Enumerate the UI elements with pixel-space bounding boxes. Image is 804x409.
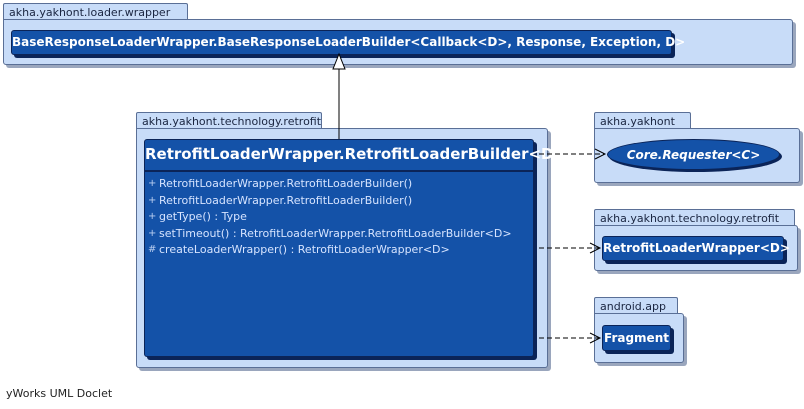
dependency-edge-retrofit-wrapper (539, 242, 602, 254)
class-title: RetrofitLoaderWrapper<D> (603, 241, 790, 255)
package-label: akha.yakhont.loader.wrapper (3, 3, 188, 20)
visibility-marker: + (148, 211, 157, 222)
visibility-marker: + (148, 178, 157, 189)
class-title: RetrofitLoaderWrapper.RetrofitLoaderBuil… (145, 145, 567, 163)
class-title: Fragment (604, 331, 669, 345)
package-android-app: android.app Fragment (594, 297, 684, 363)
package-label: android.app (594, 297, 678, 314)
package-loader-wrapper: akha.yakhont.loader.wrapper BaseResponse… (3, 3, 793, 65)
open-arrowhead-icon (589, 242, 602, 254)
open-arrowhead-icon (594, 148, 607, 160)
visibility-marker: # (148, 244, 157, 255)
class-retrofit-loader-wrapper[interactable]: RetrofitLoaderWrapper<D> (602, 236, 790, 261)
class-fragment[interactable]: Fragment (602, 325, 671, 351)
generalization-edge (332, 52, 346, 139)
dependency-edge-core-requester (539, 148, 607, 160)
operation-row: +setTimeout() : RetrofitLoaderWrapper.Re… (145, 226, 533, 243)
operation-row: #createLoaderWrapper() : RetrofitLoaderW… (145, 242, 533, 259)
package-label: akha.yakhont.technology.retrofit (594, 209, 795, 226)
operation-signature: RetrofitLoaderWrapper.RetrofitLoaderBuil… (159, 193, 413, 207)
footer-credit: yWorks UML Doclet (6, 387, 113, 400)
class-retrofit-loader-builder[interactable]: RetrofitLoaderWrapper.RetrofitLoaderBuil… (144, 139, 567, 357)
package-yakhont: akha.yakhont Core.Requester<C> (594, 112, 800, 183)
class-title: BaseResponseLoaderWrapper.BaseResponseLo… (12, 35, 686, 49)
operation-signature: RetrofitLoaderWrapper.RetrofitLoaderBuil… (159, 177, 413, 190)
interface-core-requester[interactable]: Core.Requester<C> (607, 139, 780, 170)
generalization-arrowhead-icon (332, 52, 346, 70)
package-label: akha.yakhont (594, 112, 691, 129)
package-label: akha.yakhont.technology.retrofit (136, 112, 322, 129)
package-technology-retrofit-side: akha.yakhont.technology.retrofit Retrofi… (594, 209, 798, 271)
operation-row: +getType() : Type (145, 209, 533, 226)
operation-signature: createLoaderWrapper() : RetrofitLoaderWr… (159, 243, 450, 256)
visibility-marker: + (148, 227, 157, 239)
class-base-response-loader-builder[interactable]: BaseResponseLoaderWrapper.BaseResponseLo… (11, 30, 686, 55)
visibility-marker: + (148, 194, 157, 206)
open-arrowhead-icon (589, 332, 602, 344)
operation-row: +RetrofitLoaderWrapper.RetrofitLoaderBui… (145, 176, 533, 193)
operation-signature: setTimeout() : RetrofitLoaderWrapper.Ret… (159, 226, 512, 240)
operation-signature: getType() : Type (159, 210, 247, 223)
package-technology-retrofit-main: akha.yakhont.technology.retrofit Retrofi… (136, 112, 567, 368)
interface-title: Core.Requester<C> (626, 147, 761, 162)
operations-compartment: +RetrofitLoaderWrapper.RetrofitLoaderBui… (145, 170, 533, 259)
dependency-edge-fragment (539, 332, 602, 344)
operation-row: +RetrofitLoaderWrapper.RetrofitLoaderBui… (145, 193, 533, 210)
